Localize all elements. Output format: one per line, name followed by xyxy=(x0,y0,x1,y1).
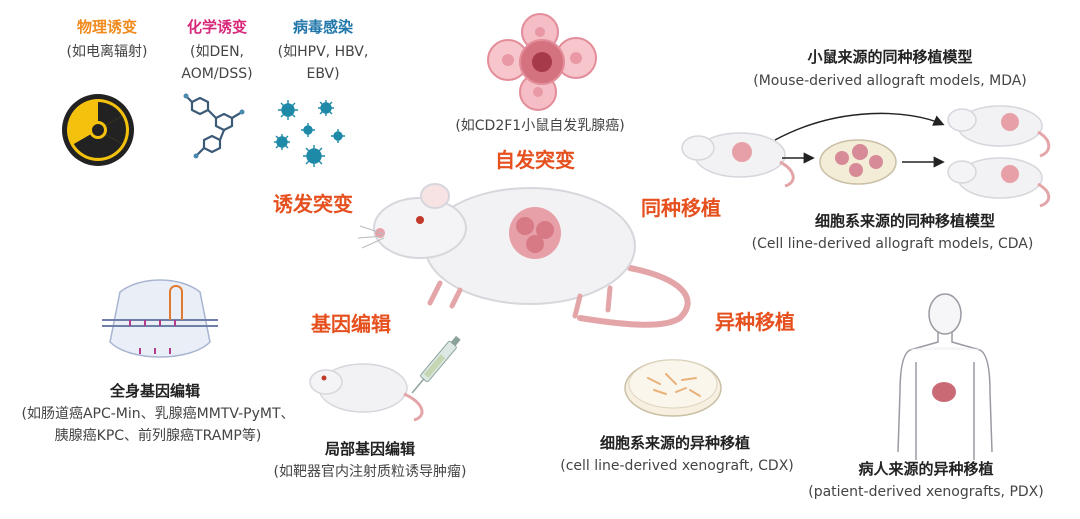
tumor-cells-cluster-icon xyxy=(487,13,597,111)
viral-infection-title: 病毒感染 xyxy=(292,18,353,36)
spontaneous-mutation-label: 自发突变 xyxy=(495,148,575,172)
viral-infection-example-line2: EBV) xyxy=(306,66,340,82)
cell-line-dish-icon xyxy=(624,359,722,417)
mda-title: 小鼠来源的同种移植模型 xyxy=(807,48,973,66)
cdx-title: 细胞系来源的异种移植 xyxy=(599,434,750,452)
mda-subtitle: (Mouse-derived allograft models, MDA) xyxy=(753,73,1027,89)
whole-body-gene-editing-title: 全身基因编辑 xyxy=(109,382,200,400)
induced-mutation-label: 诱发突变 xyxy=(273,192,353,216)
whole-body-gene-editing-example-line1: (如肠道癌APC-Min、乳腺癌MMTV-PyMT、 xyxy=(21,406,295,422)
allograft-process-illustration xyxy=(681,105,1051,208)
viral-infection-example-line1: (如HPV, HBV, xyxy=(277,44,369,60)
chemical-mutagenesis-title: 化学诱变 xyxy=(186,18,247,36)
central-mouse-with-tumor xyxy=(357,183,691,328)
cda-title: 细胞系来源的同种移植模型 xyxy=(814,212,995,230)
allograft-label: 同种移植 xyxy=(641,196,721,220)
cdx-subtitle: (cell line-derived xenograft, CDX) xyxy=(560,458,794,474)
patient-body-icon xyxy=(897,293,993,460)
whole-body-gene-editing-example-line2: 胰腺癌KPC、前列腺癌TRAMP等) xyxy=(54,428,262,444)
local-gene-editing-example: (如靶器官内注射质粒诱导肿瘤) xyxy=(273,464,467,480)
gene-editing-label: 基因编辑 xyxy=(311,312,391,336)
radiation-icon xyxy=(62,94,134,166)
cda-subtitle: (Cell line-derived allograft models, CDA… xyxy=(751,236,1034,252)
spontaneous-example: (如CD2F1小鼠自发乳腺癌) xyxy=(455,118,625,134)
virus-icon xyxy=(274,100,345,167)
molecule-icon xyxy=(183,93,245,159)
local-injection-mouse-icon xyxy=(309,335,461,422)
xenograft-label: 异种移植 xyxy=(715,310,795,334)
pdx-title: 病人来源的异种移植 xyxy=(858,460,994,478)
chemical-mutagenesis-example-line1: (如DEN, xyxy=(189,44,244,60)
chemical-mutagenesis-example-line2: AOM/DSS) xyxy=(181,66,253,82)
physical-mutagenesis-example: (如电离辐射) xyxy=(66,44,148,60)
crispr-dna-icon xyxy=(102,279,218,358)
pdx-subtitle: (patient-derived xenografts, PDX) xyxy=(808,484,1044,500)
physical-mutagenesis-title: 物理诱变 xyxy=(76,18,137,36)
local-gene-editing-title: 局部基因编辑 xyxy=(324,440,415,458)
